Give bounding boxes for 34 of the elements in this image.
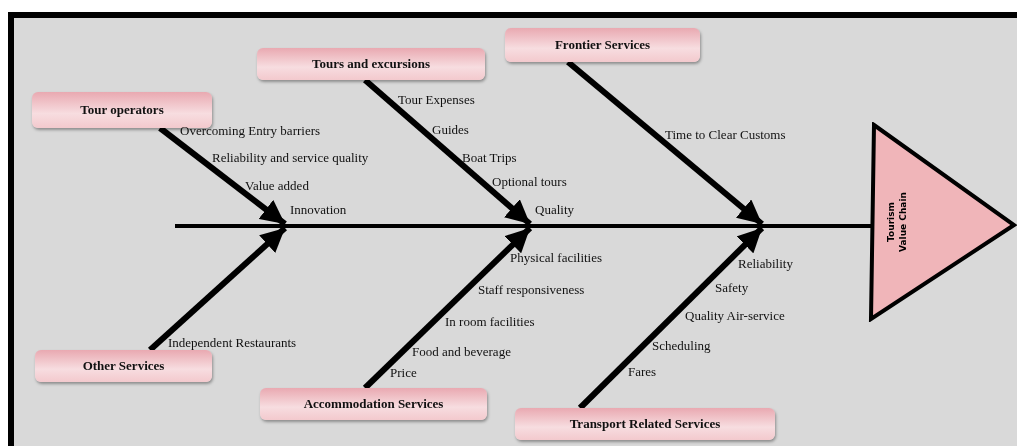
cause-label: Optional tours xyxy=(492,174,567,190)
cause-label: Staff responsiveness xyxy=(478,282,585,298)
cause-label: Food and beverage xyxy=(412,344,511,360)
head-label: Tourism Value Chain xyxy=(885,191,909,254)
cause-label: Scheduling xyxy=(652,338,711,354)
cause-box: Tours and excursions xyxy=(257,48,485,80)
cause-label: Guides xyxy=(432,122,469,138)
cause-label: Physical facilities xyxy=(510,250,603,266)
cause-label: Tour Expenses xyxy=(398,92,475,108)
cause-label: Fares xyxy=(628,364,657,380)
arrow xyxy=(566,59,764,227)
arrow xyxy=(577,225,765,411)
cause-label: Safety xyxy=(715,280,749,296)
cause-box: Tour operators xyxy=(32,92,212,128)
cause-label: Price xyxy=(390,365,417,381)
cause-label: Quality Air-service xyxy=(685,308,785,324)
cause-label: Innovation xyxy=(290,202,347,218)
cause-label: Time to Clear Customs xyxy=(665,127,786,143)
arrow xyxy=(148,225,287,353)
cause-label: Value added xyxy=(245,178,309,194)
cause-label: Boat Trips xyxy=(462,150,517,166)
cause-box: Transport Related Services xyxy=(515,408,775,440)
cause-box: Other Services xyxy=(35,350,212,382)
cause-label: Reliability and service quality xyxy=(212,150,369,166)
arrow xyxy=(363,77,532,227)
cause-label: Quality xyxy=(535,202,574,218)
cause-box: Accommodation Services xyxy=(260,388,487,420)
fish-head-triangle xyxy=(868,122,1017,322)
cause-label: Reliability xyxy=(738,256,793,272)
cause-label: In room facilities xyxy=(445,314,535,330)
arrow xyxy=(362,225,533,391)
cause-box: Frontier Services xyxy=(505,28,700,62)
arrow xyxy=(158,125,287,227)
cause-label: Independent Restaurants xyxy=(168,335,297,351)
